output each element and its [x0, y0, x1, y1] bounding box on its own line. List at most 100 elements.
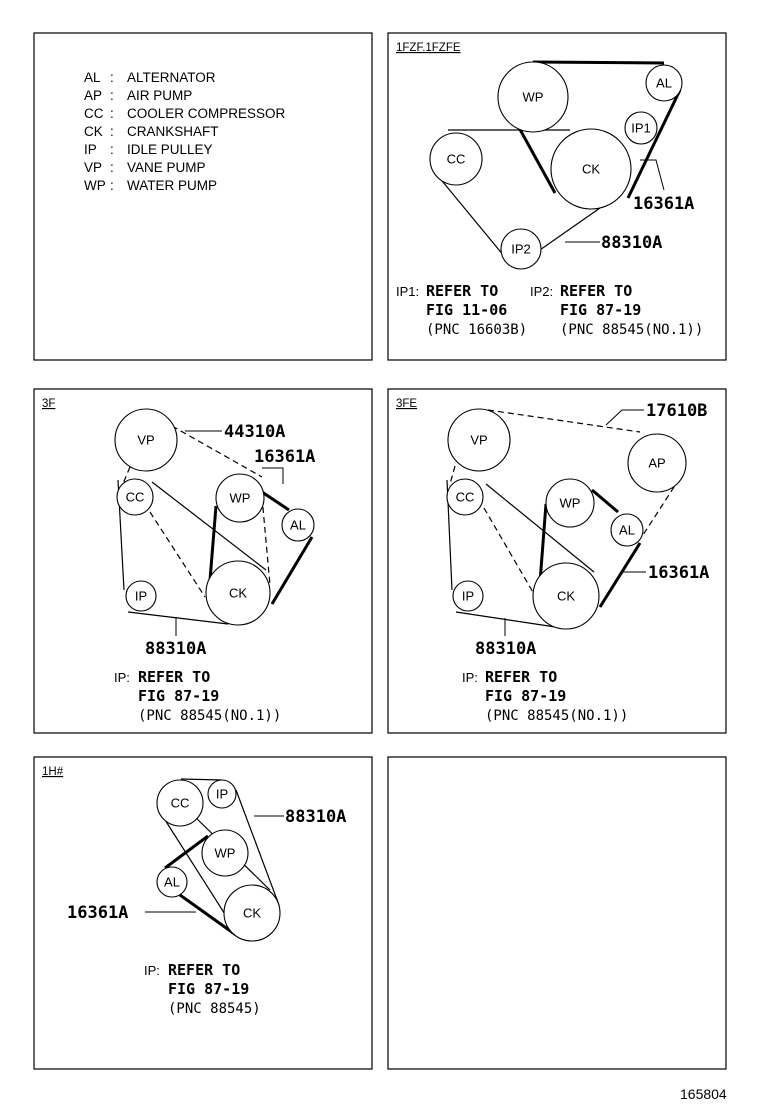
pulley-label: CK	[557, 589, 575, 604]
legend-code: AL	[84, 70, 101, 85]
legend-code: WP	[84, 178, 106, 193]
belt-segment	[532, 60, 665, 65]
note-line: (PNC 16603B)	[426, 322, 527, 338]
belt-segment	[485, 483, 595, 573]
part-number: 16361A	[633, 194, 694, 214]
note-line: (PNC 88545)	[168, 1001, 261, 1017]
note-line: FIG 87-19	[560, 301, 641, 319]
pulley-wp	[545, 478, 595, 528]
belt-segment	[151, 481, 267, 571]
empty-panel	[387, 756, 727, 1070]
pulley-al	[281, 508, 315, 542]
belt-segment	[487, 409, 641, 433]
legend-code: CC	[84, 106, 104, 121]
belt-segment	[235, 789, 280, 906]
note-line: FIG 87-19	[485, 687, 566, 705]
svg-text::: :	[110, 160, 114, 175]
legend-name: COOLER COMPRESSOR	[127, 106, 286, 121]
part-number: 88310A	[601, 233, 662, 253]
belt-segment	[121, 466, 131, 487]
svg-text::: :	[110, 124, 114, 139]
belt-segment	[171, 425, 263, 478]
panel-1h	[33, 756, 373, 1070]
legend-name: AIR PUMP	[127, 88, 192, 103]
legend-code: AP	[84, 88, 102, 103]
pulley-label: WP	[215, 846, 236, 861]
belt-segment	[261, 490, 290, 512]
pulley-label: AL	[619, 523, 635, 538]
pulley-al	[610, 513, 644, 547]
svg-text::: :	[110, 106, 114, 121]
legend-name: ALTERNATOR	[127, 70, 216, 85]
legend-code: CK	[84, 124, 103, 139]
belt-segment	[455, 611, 563, 629]
figure-number: 165804	[680, 1086, 727, 1102]
svg-text::: :	[110, 178, 114, 193]
note-line: REFER TO	[485, 668, 557, 686]
panel-tag: 1H#	[42, 766, 64, 778]
pulley-cc	[429, 132, 483, 186]
pulley-label: IP2	[511, 242, 531, 257]
diagram-3f: 3F VP CC WP AL IP CK 44310A 16361A 88310…	[42, 398, 315, 724]
belt-segment	[432, 169, 505, 257]
note-prefix: IP1:	[396, 284, 419, 299]
part-number: 16361A	[254, 447, 315, 467]
legend: AL : ALTERNATOR AP : AIR PUMP CC : COOLE…	[84, 70, 286, 193]
note-line: FIG 11-06	[426, 301, 507, 319]
pulley-ap	[627, 433, 687, 493]
legend-code: IP	[84, 142, 97, 157]
pulley-label: AL	[164, 875, 180, 890]
belt-segment	[591, 488, 619, 514]
pulley-ck	[205, 560, 271, 626]
pulley-al	[645, 64, 683, 102]
pulley-vp	[447, 408, 511, 472]
belt-segment	[179, 893, 237, 937]
pulley-label: CC	[447, 152, 466, 167]
pulley-label: CK	[229, 586, 247, 601]
pulley-label: WP	[560, 496, 581, 511]
pulley-ck	[550, 128, 632, 210]
belt-segment	[626, 89, 682, 199]
panel-tag: 3F	[42, 398, 55, 410]
svg-text::: :	[110, 142, 114, 157]
panel-3f	[33, 388, 373, 734]
belt-segment	[208, 505, 218, 581]
pulley-label: WP	[230, 491, 251, 506]
note-line: REFER TO	[426, 282, 498, 300]
pulley-ip	[125, 580, 157, 612]
note-line: REFER TO	[138, 668, 210, 686]
note-line: FIG 87-19	[138, 687, 219, 705]
pulley-cc	[446, 478, 484, 516]
pulley-label: IP1	[631, 121, 651, 136]
legend-name: VANE PUMP	[127, 160, 206, 175]
svg-text::: :	[110, 70, 114, 85]
pulley-cc	[116, 478, 154, 516]
legend-name: CRANKSHAFT	[127, 124, 219, 139]
pulley-wp	[201, 829, 249, 877]
pulley-label: CC	[126, 490, 145, 505]
belt-segment	[261, 496, 271, 586]
pulley-label: IP	[462, 589, 474, 604]
belt-segment	[127, 611, 229, 625]
note-prefix: IP:	[144, 963, 160, 978]
pulley-wp	[215, 473, 265, 523]
panel-tag: 1FZF.1FZFE	[396, 42, 461, 54]
legend-code: VP	[84, 160, 102, 175]
pulley-ip	[452, 580, 484, 612]
pulley-label: CK	[582, 162, 600, 177]
part-number: 17610B	[646, 401, 707, 421]
pulley-ip1	[624, 111, 658, 145]
pulley-ip	[207, 779, 237, 809]
pulley-label: AP	[648, 456, 665, 471]
pulley-label: VP	[470, 433, 487, 448]
belt-segment	[149, 511, 206, 598]
part-number: 16361A	[67, 903, 128, 923]
pulley-wp	[497, 61, 569, 133]
pulley-label: AL	[656, 76, 672, 91]
pulley-label: AL	[290, 518, 306, 533]
note-line: (PNC 88545(NO.1))	[560, 322, 703, 338]
pulley-cc	[156, 779, 204, 827]
belt-segment	[515, 123, 557, 194]
pulley-label: IP	[135, 589, 147, 604]
leader-line	[605, 409, 644, 426]
